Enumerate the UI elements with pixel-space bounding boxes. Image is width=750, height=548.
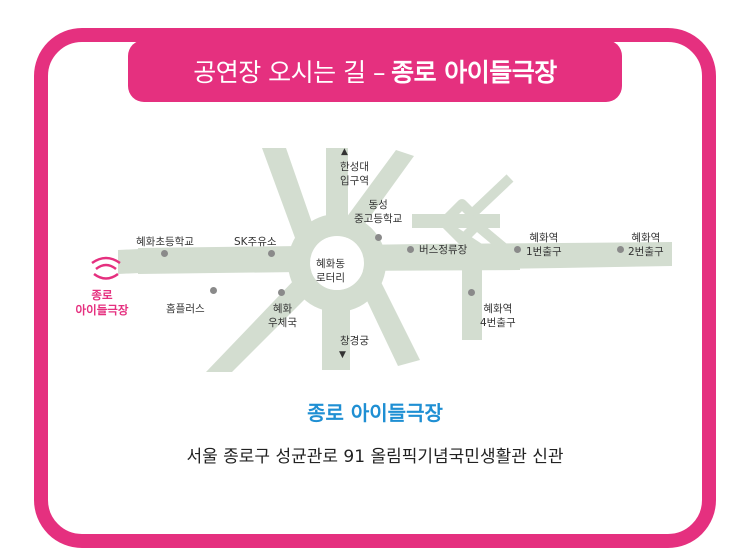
road-northwest [262,148,318,246]
label-rotary: 혜화동 로터리 [316,258,345,284]
venue-address: 서울 종로구 성균관로 91 올림픽기념국민생활관 신관 [186,447,564,467]
venue-name: 종로 아이들극장 [307,401,443,425]
marker-sk-gas-station [268,250,275,257]
label-bus-stop: 버스정류장 [419,244,468,256]
marker-hyehwa-exit-4 [468,289,475,296]
marker-bus-stop [407,246,414,253]
label-hyehwa-exit-1: 혜화역 1번출구 [526,232,562,258]
rotary-ring [288,214,386,312]
road-northeast [346,150,414,228]
road-southwest [206,278,312,372]
label-hyehwa-exit-2: 혜화역 2번출구 [628,232,664,258]
title-prefix: 공연장 오시는 길 – [193,58,386,87]
label-homeplus: 홈플러스 [166,303,205,315]
marker-hyehwa-exit-2 [617,246,624,253]
label-sk-gas-station: SK주유소 [234,236,277,248]
marker-post-office [278,289,285,296]
label-changgyeonggung: 창경궁 [340,335,369,347]
road-west-segment [118,249,140,274]
label-hyehwa-exit-4: 혜화역 4번출구 [480,303,516,329]
marker-dongsung-school [375,234,382,241]
interchange [439,174,520,267]
marker-hyehwa-elementary [161,250,168,257]
rotary-center [310,236,364,290]
marker-homeplus [210,287,217,294]
label-hansung-univ: 한성대 입구역 [340,161,369,187]
theater-label: 종로 아이들극장 [75,288,129,317]
label-hyehwa-elementary: 혜화초등학교 [136,236,194,248]
arrow-up-icon: ▲ [341,147,348,157]
label-post-office: 혜화 우체국 [268,303,297,329]
marker-hyehwa-exit-1 [514,246,521,253]
title-banner: 공연장 오시는 길 – 종로 아이들극장 [128,40,622,102]
arrow-down-icon: ▼ [339,350,346,360]
road-vertical-east [462,262,482,340]
road-southeast [360,272,420,366]
theater-wave-icon [91,256,121,280]
label-dongsung-school: 동성 중고등학교 [354,199,403,225]
title-venue: 종로 아이들극장 [391,58,557,87]
